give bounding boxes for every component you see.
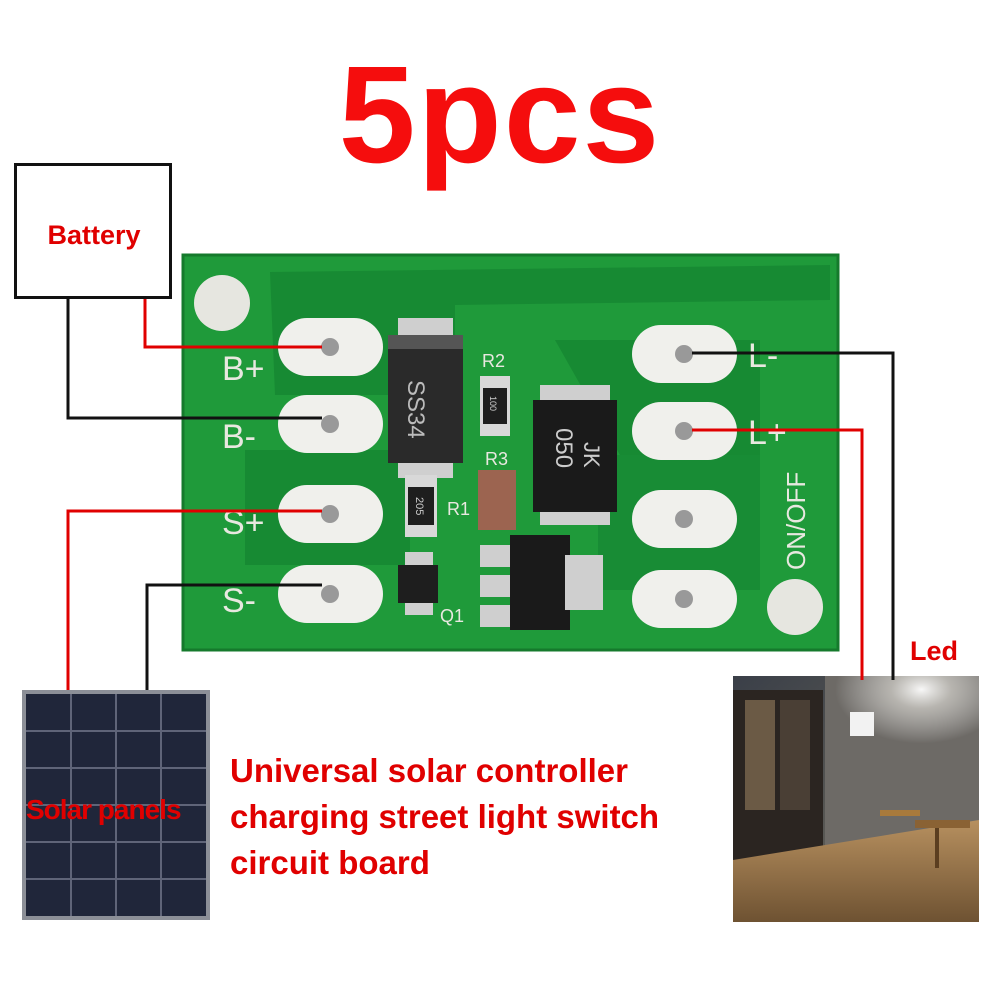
led-scene-image [733, 676, 979, 922]
solar-panels-label: Solar panels [26, 794, 182, 825]
pad-label-b-minus: B- [222, 418, 256, 456]
pad-label-l-plus: L+ [748, 414, 787, 452]
solar-panel-image [22, 690, 210, 920]
circuit-board: B+ B- S+ S- L- L+ ON/OFF SS34 R2 100 R3 … [181, 253, 840, 652]
wires [66, 299, 895, 690]
diode-component: SS34 [388, 318, 463, 478]
description-line-2: charging street light switch [230, 798, 660, 835]
battery-label: Battery [47, 220, 141, 250]
mount-hole-top-left [194, 275, 250, 331]
svg-text:JK: JK [579, 442, 604, 468]
q1-label: Q1 [440, 606, 464, 626]
resistor-r1: 205 [405, 475, 437, 537]
transistor-q1 [398, 552, 438, 615]
diode-marking: SS34 [402, 380, 429, 439]
r1-label: R1 [447, 499, 470, 519]
regulator-component [480, 535, 603, 630]
r2-label: R2 [482, 351, 505, 371]
svg-text:100: 100 [488, 396, 498, 411]
svg-text:050: 050 [550, 428, 577, 468]
right-pads [632, 325, 737, 628]
resistor-r2: 100 [480, 376, 510, 436]
svg-text:205: 205 [413, 497, 425, 515]
pad-label-b-plus: B+ [222, 350, 265, 388]
pad-label-l-minus: L- [748, 337, 778, 375]
switch-label: ON/OFF [781, 472, 811, 570]
battery-box [14, 163, 172, 299]
led-label: Led [910, 636, 959, 666]
inductor-component: JK 050 [533, 385, 617, 525]
r3-label: R3 [485, 449, 508, 469]
pad-label-s-minus: S- [222, 582, 256, 620]
description-line-1: Universal solar controller [230, 752, 628, 789]
left-pads [278, 318, 383, 623]
product-description: Universal solar controller charging stre… [230, 748, 659, 886]
description-line-3: circuit board [230, 844, 430, 881]
mount-hole-bottom-right [767, 579, 823, 635]
resistor-r3 [478, 470, 516, 530]
product-count-title: 5pcs [338, 38, 662, 192]
